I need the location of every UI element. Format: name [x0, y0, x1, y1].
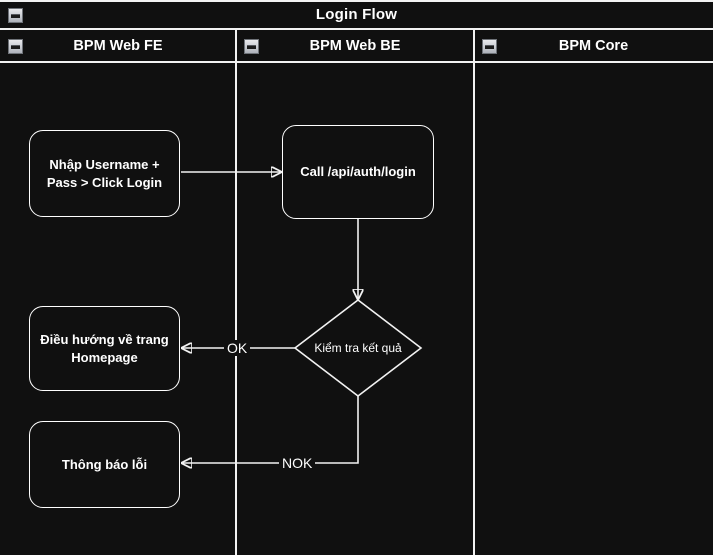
node-show-error[interactable]: Thông báo lỗi — [29, 421, 180, 508]
lane-divider-be-core — [473, 30, 475, 555]
lane-label-bpm-web-be: BPM Web BE — [309, 38, 401, 54]
pool-collapse-icon[interactable] — [8, 8, 23, 23]
lane-divider-fe-be — [235, 30, 237, 555]
node-check-result[interactable]: Kiểm tra kết quả — [293, 298, 423, 398]
lane-header-bpm-web-fe[interactable]: BPM Web FE — [0, 30, 236, 63]
lane-label-bpm-web-fe: BPM Web FE — [73, 38, 163, 54]
diagram-title: Login Flow — [315, 6, 398, 23]
lane-collapse-icon-bpm-core[interactable] — [482, 39, 497, 54]
lane-header-bpm-core[interactable]: BPM Core — [474, 30, 713, 63]
node-check-result-label: Kiểm tra kết quả — [314, 341, 402, 355]
diagram-title-bar: Login Flow — [0, 0, 713, 30]
lane-label-bpm-core: BPM Core — [558, 38, 629, 54]
node-input-login[interactable]: Nhập Username + Pass > Click Login — [29, 130, 180, 217]
edge-label-nok: NOK — [279, 455, 316, 471]
lane-header-bpm-web-be[interactable]: BPM Web BE — [236, 30, 474, 63]
node-go-homepage[interactable]: Điều hướng về trang Homepage — [29, 306, 180, 391]
lane-collapse-icon-bpm-web-be[interactable] — [244, 39, 259, 54]
lane-collapse-icon-bpm-web-fe[interactable] — [8, 39, 23, 54]
edge-label-ok: OK — [224, 340, 251, 356]
node-call-api[interactable]: Call /api/auth/login — [282, 125, 434, 219]
